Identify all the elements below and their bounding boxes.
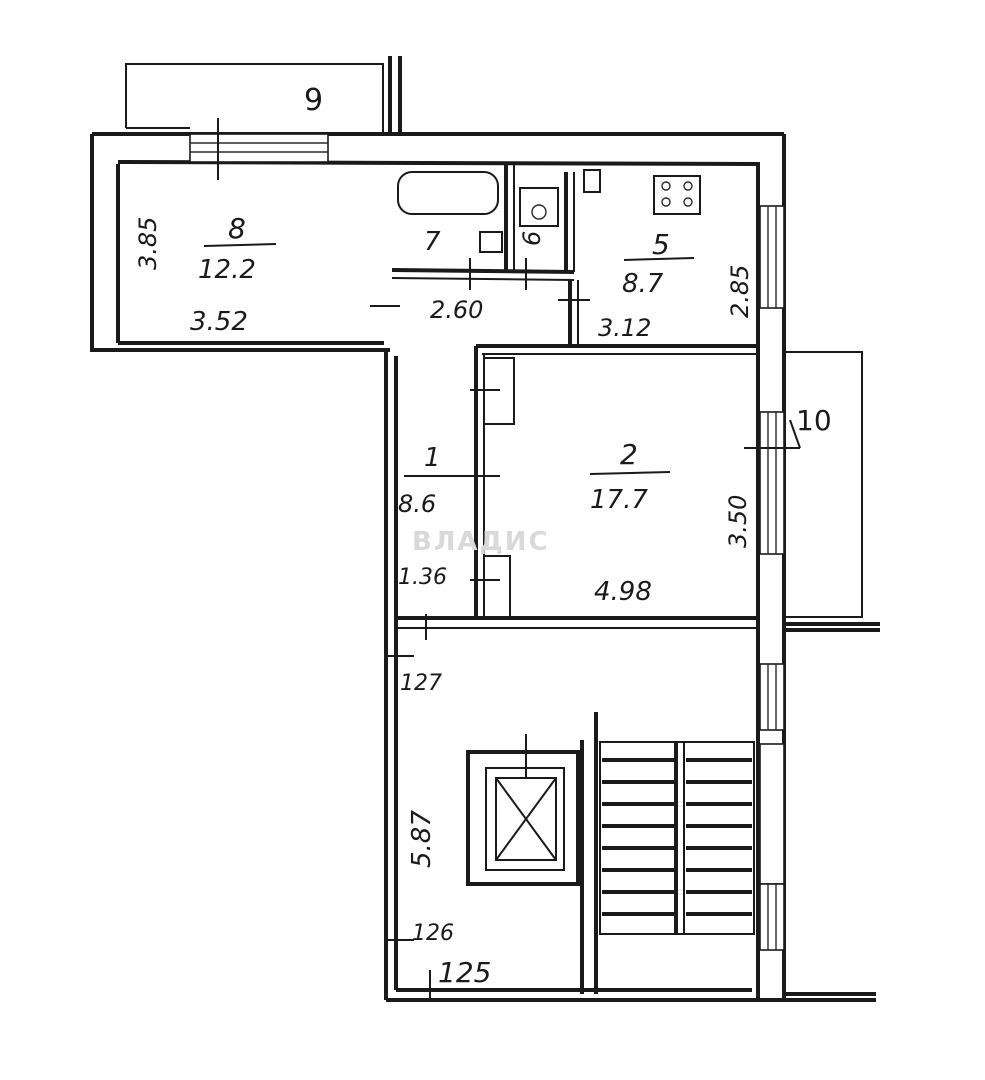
watermark-text: ВЛАДИС <box>412 527 550 557</box>
room-5-width: 3.12 <box>598 314 651 342</box>
windows <box>189 133 785 951</box>
room-1-width: 1.36 <box>398 565 447 590</box>
stair-dim-126: 126 <box>412 921 454 946</box>
room-5-height: 2.85 <box>726 265 754 318</box>
room-8-height: 3.85 <box>134 217 162 270</box>
stair-height: 5.87 <box>407 810 437 868</box>
room-8-width: 3.52 <box>190 307 248 337</box>
balcony-10-number: 10 <box>796 404 832 437</box>
room-2-number: 2 <box>620 438 638 471</box>
stair-dim-127: 127 <box>400 671 442 696</box>
room-8-number: 8 <box>228 212 246 245</box>
elevator-shaft <box>466 712 598 994</box>
room-2-width: 4.98 <box>594 577 652 607</box>
room-2-height: 3.50 <box>724 495 752 548</box>
room-8-area: 12.2 <box>198 255 256 285</box>
bathtub-icon <box>397 171 499 215</box>
stair-dim-125: 125 <box>438 956 491 989</box>
staircase <box>599 741 755 935</box>
balcony-9-number: 9 <box>304 83 323 118</box>
stove-icon <box>653 175 701 215</box>
door-marks <box>217 118 801 1000</box>
room-7-number: 7 <box>424 227 441 257</box>
room-6-number: 6 <box>518 231 546 246</box>
room-1-area: 8.6 <box>398 490 436 518</box>
sink-icon <box>479 231 503 253</box>
balcony-10 <box>786 351 863 618</box>
room-1-number: 1 <box>424 443 441 473</box>
balcony-9 <box>125 63 384 134</box>
room-2-area: 17.7 <box>590 485 648 515</box>
hall-length: 2.60 <box>430 296 483 324</box>
room-5-number: 5 <box>652 228 670 261</box>
interior-walls <box>391 164 760 629</box>
room-5-area: 8.7 <box>622 269 664 299</box>
toilet-icon <box>519 187 559 227</box>
fixtures <box>397 169 701 253</box>
